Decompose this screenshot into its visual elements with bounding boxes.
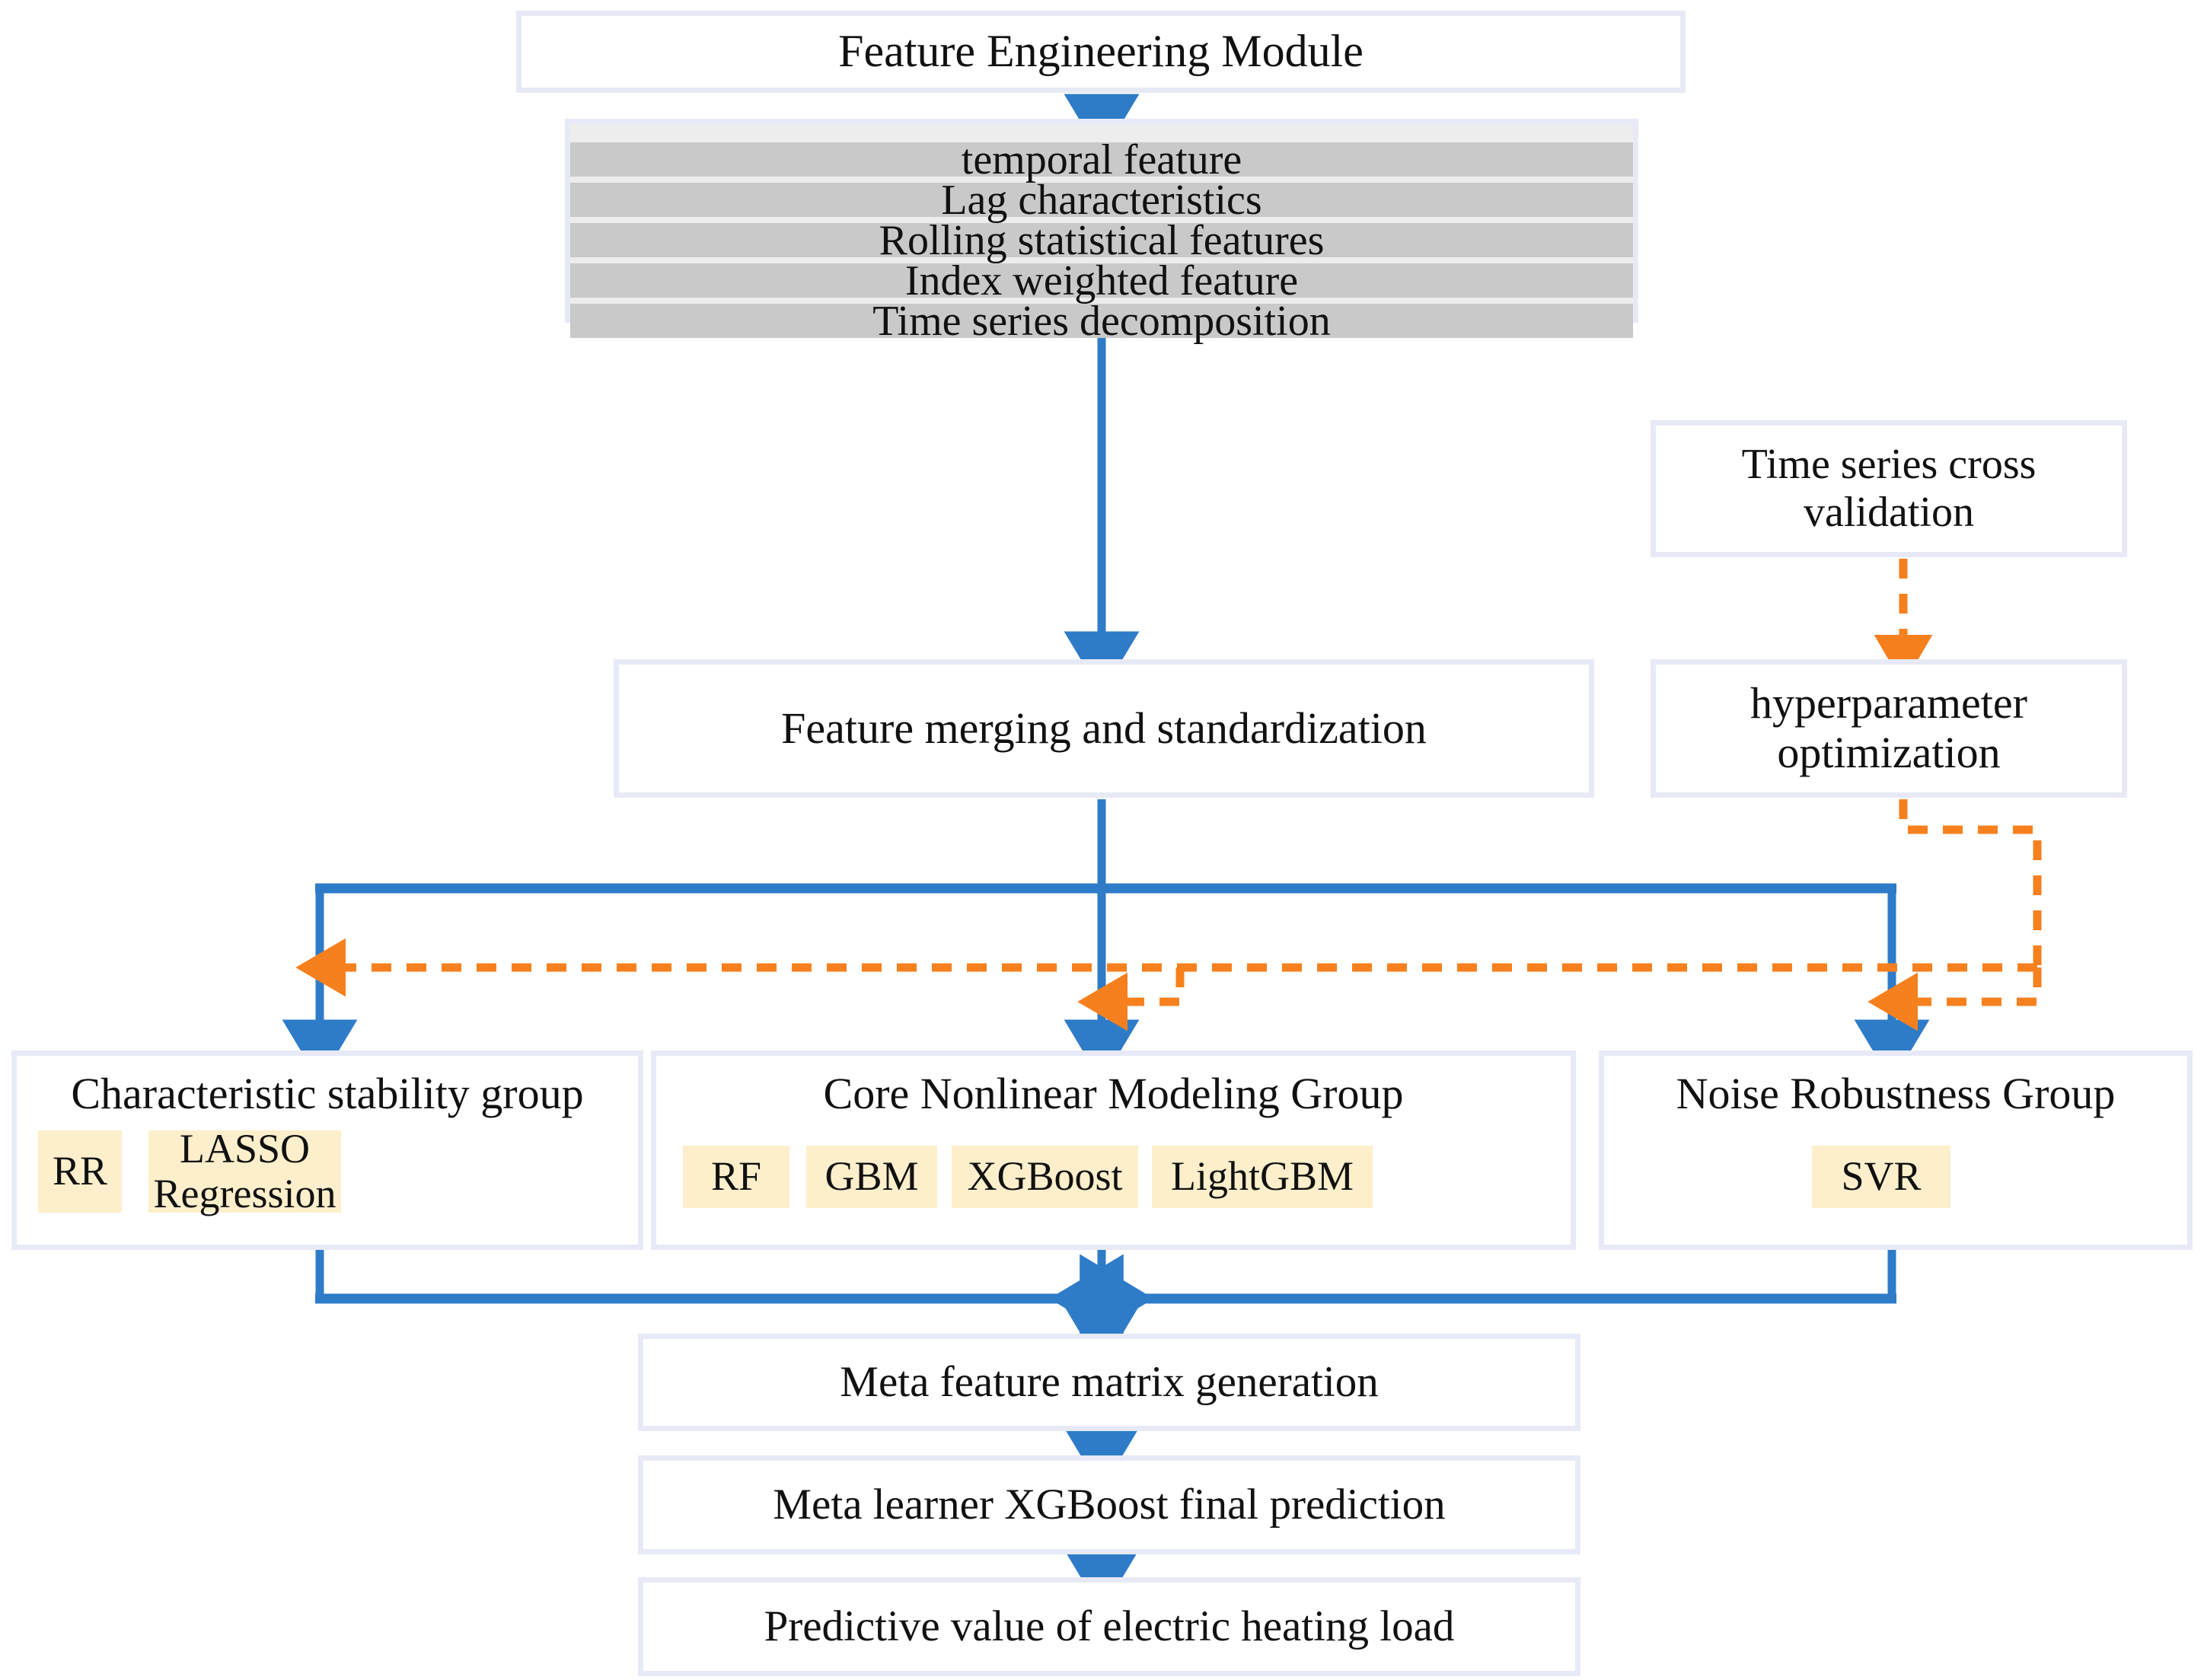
edge-hyper-to-core	[1077, 968, 1185, 1031]
model-chip-svr[interactable]: SVR	[1812, 1146, 1950, 1208]
node-meta-learner-xgboost-final-prediction[interactable]: Meta learner XGBoost final prediction	[638, 1455, 1580, 1554]
feature-band-index-weighted[interactable]: Index weighted feature	[570, 257, 1633, 304]
node-feature-engineering-module[interactable]: Feature Engineering Module	[516, 11, 1686, 93]
node-label: Feature Engineering Module	[838, 26, 1364, 77]
node-hyperparameter-optimization[interactable]: hyperparameter optimization	[1651, 659, 2127, 798]
node-label: Feature merging and standardization	[781, 703, 1427, 753]
model-chip-rr[interactable]: RR	[38, 1130, 122, 1213]
group-characteristic-stability[interactable]: Characteristic stability group RR LASSO …	[11, 1050, 643, 1250]
model-chip-label: SVR	[1841, 1153, 1922, 1200]
group-core-nonlinear-modeling[interactable]: Core Nonlinear Modeling Group RF GBM XGB…	[651, 1050, 1576, 1250]
model-chip-xgboost[interactable]: XGBoost	[952, 1146, 1138, 1208]
group-title: Characteristic stability group	[71, 1069, 584, 1118]
feature-band-lag[interactable]: Lag characteristics	[570, 177, 1633, 224]
edge-hyper-trunk	[1899, 799, 2042, 968]
feature-band-temporal[interactable]: temporal feature	[570, 136, 1633, 183]
feature-band-label: Time series decomposition	[872, 297, 1331, 345]
node-label: Meta feature matrix generation	[840, 1358, 1379, 1407]
model-chip-label: LightGBM	[1170, 1153, 1354, 1200]
model-chip-label: LASSO Regression	[153, 1125, 337, 1216]
model-chip-lightgbm[interactable]: LightGBM	[1152, 1146, 1373, 1208]
node-time-series-cross-validation[interactable]: Time series cross validation	[1651, 420, 2127, 557]
feature-band-decomposition[interactable]: Time series decomposition	[570, 298, 1633, 345]
model-chip-gbm[interactable]: GBM	[806, 1146, 937, 1208]
model-chip-lasso-regression[interactable]: LASSO Regression	[148, 1126, 341, 1216]
edge-hyper-to-noise	[1867, 968, 2042, 1031]
group-title: Core Nonlinear Modeling Group	[823, 1069, 1404, 1118]
node-feature-merging-standardization[interactable]: Feature merging and standardization	[614, 659, 1594, 798]
node-label: Meta learner XGBoost final prediction	[773, 1481, 1446, 1529]
node-predictive-value-electric-heating-load[interactable]: Predictive value of electric heating loa…	[638, 1577, 1580, 1676]
model-chip-rf[interactable]: RF	[683, 1146, 789, 1208]
model-chip-label: XGBoost	[967, 1153, 1123, 1200]
group-title: Noise Robustness Group	[1676, 1069, 2116, 1118]
feature-band-label: Index weighted feature	[904, 257, 1299, 304]
feature-band-label: Rolling statistical features	[879, 216, 1325, 264]
node-meta-feature-matrix-generation[interactable]: Meta feature matrix generation	[638, 1334, 1580, 1431]
feature-band-label: temporal feature	[961, 135, 1242, 183]
node-label: Predictive value of electric heating loa…	[764, 1602, 1455, 1651]
model-chip-label: GBM	[825, 1153, 919, 1200]
feature-band-rolling[interactable]: Rolling statistical features	[570, 217, 1633, 264]
feature-stack-bands: temporal feature Lag characteristics Rol…	[565, 119, 1638, 345]
node-label: hyperparameter optimization	[1750, 678, 2027, 777]
group-noise-robustness[interactable]: Noise Robustness Group SVR	[1599, 1050, 2193, 1250]
model-chip-label: RR	[52, 1148, 108, 1194]
feature-band-label: Lag characteristics	[941, 176, 1262, 224]
model-chip-label: RF	[710, 1153, 762, 1200]
node-label: Time series cross validation	[1741, 441, 2037, 536]
